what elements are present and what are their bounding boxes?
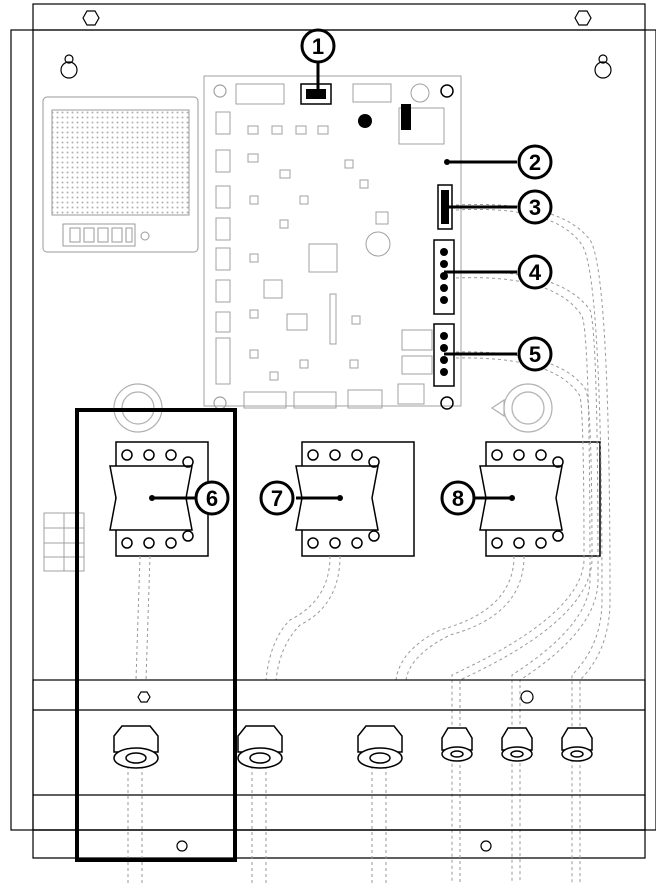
controller-pcb	[203, 75, 462, 409]
callout-5-label: 5	[529, 342, 541, 367]
callout-1: 1	[300, 28, 336, 64]
callout-2-label: 2	[529, 150, 541, 175]
callout-4-label: 4	[529, 260, 542, 285]
cable-gland-large-3	[357, 725, 403, 769]
gland-plate	[32, 679, 646, 852]
callout-4: 4	[517, 254, 553, 290]
callout-1-label: 1	[312, 34, 324, 59]
callout-6: 6	[194, 480, 230, 516]
callout-7: 7	[259, 480, 295, 516]
leader-lines	[152, 63, 517, 500]
callout-8: 8	[440, 480, 476, 516]
cable-gland-small-2	[501, 727, 533, 762]
callout-5: 5	[517, 336, 553, 372]
callout-3-label: 3	[529, 195, 541, 220]
highlight-box-relay-6	[75, 408, 237, 862]
keyhole-left	[60, 54, 78, 79]
callout-2: 2	[517, 144, 553, 180]
callout-3: 3	[517, 189, 553, 225]
mount-hole-top-right	[574, 10, 592, 26]
cable-gland-large-1	[113, 725, 159, 769]
callout-8-label: 8	[452, 486, 464, 511]
pcb-dark-parts	[213, 83, 455, 410]
mount-hole-top-left	[82, 10, 100, 26]
cable-gland-small-3	[561, 727, 593, 762]
leader-end-dots	[149, 159, 515, 501]
callout-6-label: 6	[206, 486, 218, 511]
cable-gland-small-1	[441, 727, 473, 762]
faded-glands-background	[113, 383, 553, 433]
cable-gland-large-2	[237, 725, 283, 769]
keyhole-right	[594, 54, 612, 79]
callout-7-label: 7	[271, 486, 283, 511]
power-supply	[42, 96, 199, 253]
wire-routes	[127, 203, 611, 883]
